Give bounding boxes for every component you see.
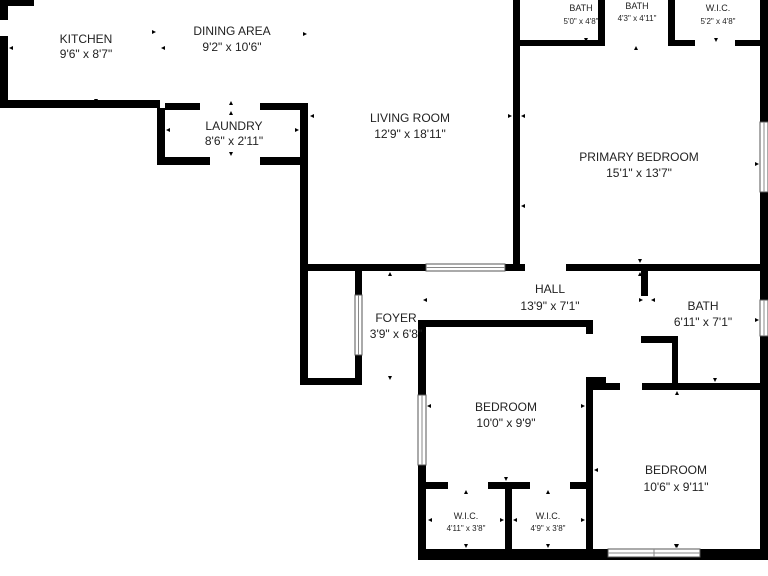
room-bath-2: BATH 4'3" x 4'11"	[618, 1, 657, 23]
room-name: FOYER	[375, 311, 417, 325]
room-dimensions: 4'9" x 3'8"	[531, 524, 566, 533]
room-dimensions: 8'6" x 2'11"	[205, 134, 263, 148]
room-bath-3: BATH 6'11" x 7'1"	[674, 299, 732, 329]
room-living-room: LIVING ROOM 12'9" x 18'11"	[370, 111, 450, 141]
room-dimensions: 9'6" x 8'7"	[60, 47, 112, 61]
room-bedroom-1: BEDROOM 10'0" x 9'9"	[475, 400, 537, 430]
room-name: HALL	[535, 282, 565, 296]
room-primary-bedroom: PRIMARY BEDROOM 15'1" x 13'7"	[579, 150, 699, 180]
room-dimensions: 10'6" x 9'11"	[644, 480, 709, 494]
room-dimensions: 9'2" x 10'6"	[202, 40, 261, 54]
room-wic-2: W.I.C. 4'11" x 3'8"	[447, 511, 486, 533]
room-bath-1: BATH 5'0" x 4'8"	[564, 3, 599, 26]
room-name: LAUNDRY	[205, 119, 262, 133]
room-bedroom-2: BEDROOM 10'6" x 9'11"	[644, 463, 709, 494]
room-wic-3: W.I.C. 4'9" x 3'8"	[531, 511, 566, 533]
room-name: BEDROOM	[475, 400, 537, 414]
room-hall: HALL 13'9" x 7'1"	[520, 282, 579, 313]
room-name: W.I.C.	[706, 3, 731, 13]
room-dimensions: 5'0" x 4'8"	[564, 17, 599, 26]
room-dining-area: DINING AREA 9'2" x 10'6"	[193, 24, 270, 54]
room-name: KITCHEN	[60, 32, 113, 46]
room-dimensions: 3'9" x 6'8"	[370, 327, 422, 341]
room-name: BATH	[625, 1, 648, 11]
room-dimensions: 15'1" x 13'7"	[606, 166, 672, 180]
room-foyer: FOYER 3'9" x 6'8"	[370, 311, 422, 341]
room-dimensions: 4'11" x 3'8"	[447, 524, 486, 533]
room-name: BATH	[569, 3, 592, 13]
room-name: BATH	[687, 299, 718, 313]
room-wic-1: W.I.C. 5'2" x 4'8"	[701, 3, 736, 26]
room-laundry: LAUNDRY 8'6" x 2'11"	[205, 119, 263, 148]
room-kitchen: KITCHEN 9'6" x 8'7"	[60, 32, 113, 61]
room-name: PRIMARY BEDROOM	[579, 150, 699, 164]
walls	[0, 0, 768, 560]
room-dimensions: 13'9" x 7'1"	[520, 299, 579, 313]
room-name: W.I.C.	[536, 511, 561, 521]
room-name: LIVING ROOM	[370, 111, 450, 125]
room-dimensions: 4'3" x 4'11"	[618, 14, 657, 23]
dimension-markers	[9, 30, 759, 548]
room-dimensions: 12'9" x 18'11"	[374, 127, 446, 141]
room-name: BEDROOM	[645, 463, 707, 477]
room-dimensions: 5'2" x 4'8"	[701, 17, 736, 26]
room-dimensions: 6'11" x 7'1"	[674, 315, 732, 329]
windows	[354, 121, 768, 558]
room-name: DINING AREA	[193, 24, 270, 38]
room-name: W.I.C.	[454, 511, 479, 521]
door-openings	[0, 20, 735, 489]
room-dimensions: 10'0" x 9'9"	[476, 416, 535, 430]
